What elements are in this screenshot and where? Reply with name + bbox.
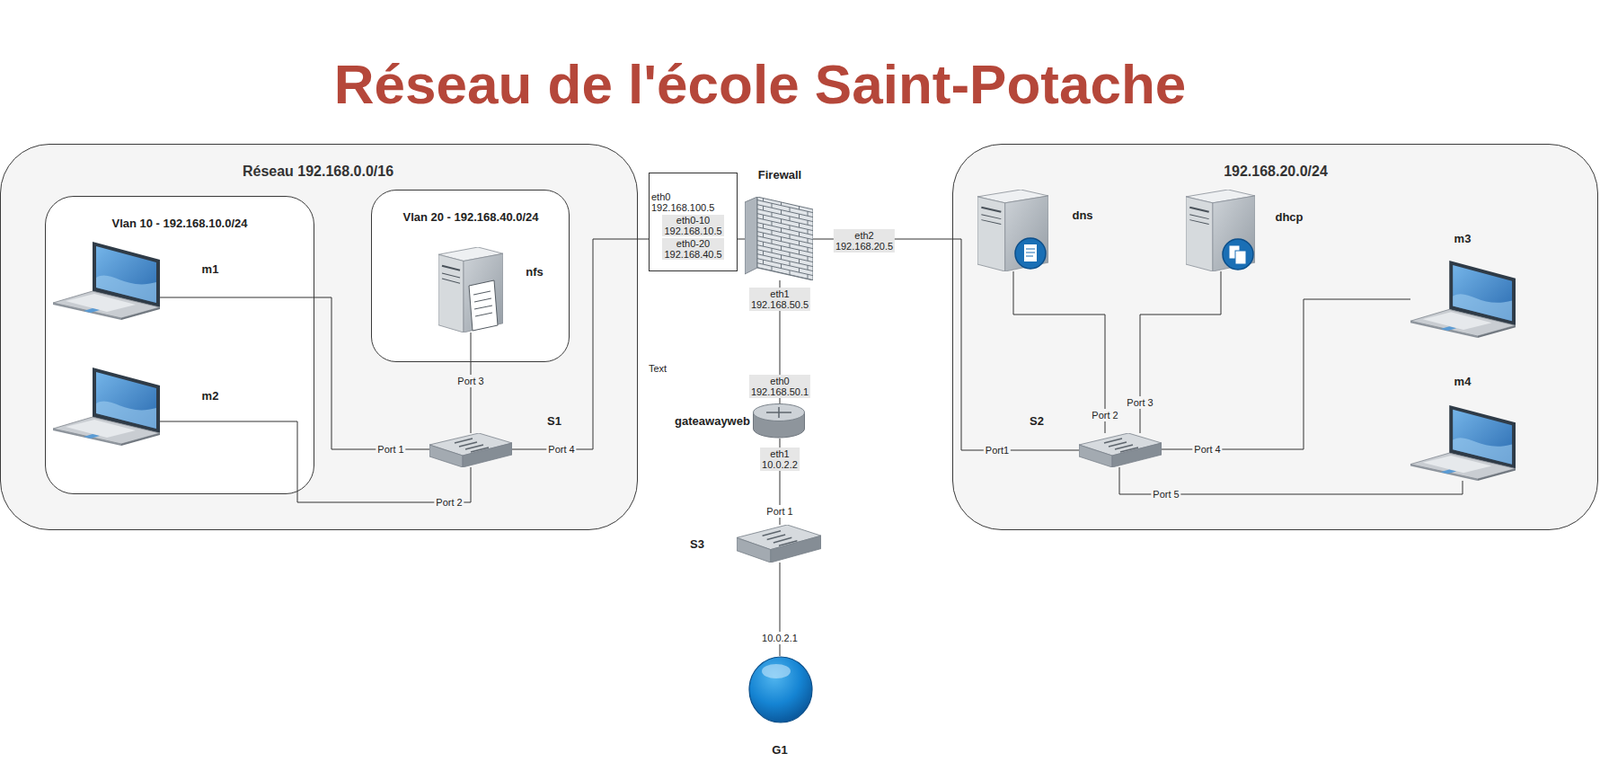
port-label: Port 4: [546, 442, 576, 456]
network-link: [1140, 271, 1221, 434]
device-name: m3: [1454, 231, 1472, 246]
network-zone: Réseau 192.168.0.0/16Vlan 10 - 192.168.1…: [0, 143, 638, 531]
laptop-node: m1: [53, 241, 160, 320]
laptop-node: m4: [1410, 405, 1516, 481]
server-node: dns: [977, 189, 1049, 272]
firewall-icon: [744, 196, 814, 281]
network-zone: 192.168.20.0/24dnsdhcpm3m4S2: [952, 143, 1599, 531]
laptop-node: m2: [53, 367, 160, 446]
switch-node: S1: [429, 433, 513, 468]
icon-part: [1235, 250, 1247, 265]
laptop-icon: [1410, 405, 1516, 481]
zone-heading: Vlan 20 - 192.168.40.0/24: [402, 210, 539, 224]
device-name: nfs: [525, 265, 544, 279]
device-name: dhcp: [1274, 210, 1303, 224]
zone-ground: [952, 144, 1599, 531]
device-name: m2: [202, 388, 220, 403]
device-name: S3: [689, 537, 705, 551]
interface-address: eth0 192.168.100.5: [651, 191, 715, 213]
device-name: m1: [202, 262, 220, 276]
diagram-title: Réseau de l'école Saint-Potache: [334, 52, 1187, 116]
port-label: Port 5: [1150, 487, 1181, 501]
document-badge: [468, 280, 498, 331]
server-icon: [977, 189, 1049, 272]
laptop-node: m3: [1410, 260, 1516, 338]
annotation: Text: [646, 362, 669, 375]
dns-badge: [1015, 238, 1046, 269]
router-node: gateawayweb: [752, 403, 805, 439]
interface-address: eth0-20 192.168.40.5: [662, 238, 724, 260]
annotation: eth1 10.0.2.2: [760, 447, 800, 471]
zone-heading: Réseau 192.168.0.0/16: [242, 163, 394, 180]
annotation: eth1 192.168.50.5: [749, 287, 811, 311]
network-link: [1161, 299, 1411, 450]
zone-ground: [44, 195, 315, 495]
device-name: dns: [1071, 208, 1093, 222]
annotation: eth0 192.168.50.1: [749, 374, 811, 398]
switch-node: S3: [736, 524, 822, 563]
laptop-icon: [53, 367, 160, 446]
icon-part: [1024, 244, 1037, 262]
vlan-zone: Vlan 10 - 192.168.10.0/24 m1 m2: [44, 195, 315, 495]
laptop-icon: [1410, 260, 1516, 338]
device-name: m4: [1454, 374, 1472, 389]
firewall-node: Firewall: [744, 196, 814, 281]
device-name: gateawayweb: [674, 414, 751, 428]
port-label: Port 3: [1124, 396, 1155, 409]
device-name: S2: [1029, 414, 1044, 428]
zone-heading: Vlan 10 - 192.168.10.0/24: [111, 216, 248, 230]
network-link: [159, 421, 471, 503]
router-icon: [753, 404, 805, 438]
server-icon: [1185, 189, 1256, 272]
switch-icon: [736, 524, 822, 563]
icon-part: [1025, 248, 1035, 257]
globe-icon: [749, 656, 813, 723]
device-name: G1: [771, 742, 787, 757]
annotation: eth2 192.168.20.5: [833, 229, 895, 253]
icon-part: [473, 291, 493, 317]
port-label: Port 3: [455, 374, 486, 388]
port-label: Port 4: [1192, 442, 1222, 456]
port-label: Port 2: [433, 495, 464, 509]
interface-box: eth0 192.168.100.5eth0-10 192.168.10.5et…: [648, 172, 738, 272]
globe-node: G1: [748, 655, 814, 724]
dhcp-badge: [1222, 238, 1254, 270]
vlan-zone: Vlan 20 - 192.168.40.0/24 nfs: [371, 189, 570, 363]
device-name: Firewall: [758, 167, 802, 182]
port-label: Port 2: [1089, 408, 1120, 422]
network-link: [813, 238, 1079, 451]
server-node: dhcp: [1185, 189, 1256, 272]
icon-part: [1015, 238, 1046, 269]
server-node: nfs: [438, 247, 504, 333]
switch-icon: [1078, 433, 1162, 468]
annotation: 10.0.2.1: [760, 631, 800, 645]
switch-node: S2: [1078, 433, 1162, 468]
interface-address: eth0-10 192.168.10.5: [662, 214, 724, 237]
network-link: [512, 238, 649, 450]
switch-icon: [429, 433, 513, 468]
server-icon: [438, 247, 504, 333]
port-label: Port 1: [764, 504, 795, 518]
icon-part: [468, 280, 498, 331]
port-label: Port 1: [375, 442, 406, 456]
zone-heading: 192.168.20.0/24: [1223, 163, 1328, 180]
port-label: Port1: [983, 443, 1011, 457]
icon-part: [1222, 238, 1254, 270]
network-link: [159, 297, 430, 450]
network-link: [737, 238, 745, 240]
zone-ground: [0, 144, 638, 531]
device-name: S1: [547, 414, 562, 428]
laptop-icon: [53, 241, 160, 320]
